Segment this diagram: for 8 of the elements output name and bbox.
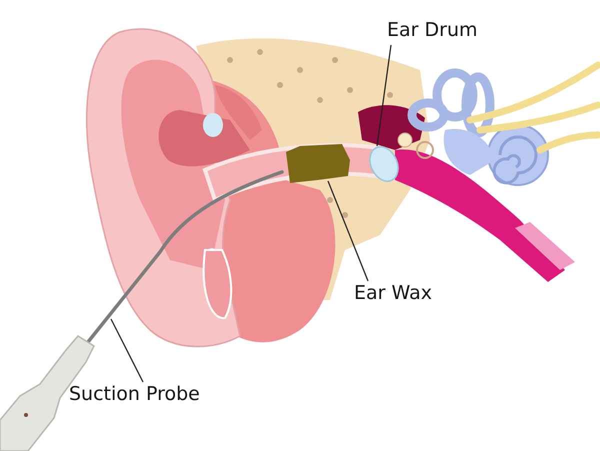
leader-line (110, 318, 144, 382)
ear-wax (286, 144, 350, 183)
part-label: Suction Probe (69, 383, 200, 406)
part-label: Ear Wax (354, 282, 432, 305)
suction-probe (0, 170, 284, 451)
ear-drum (369, 146, 399, 182)
part-label: Ear Drum (387, 19, 478, 42)
leader-line (327, 180, 369, 282)
